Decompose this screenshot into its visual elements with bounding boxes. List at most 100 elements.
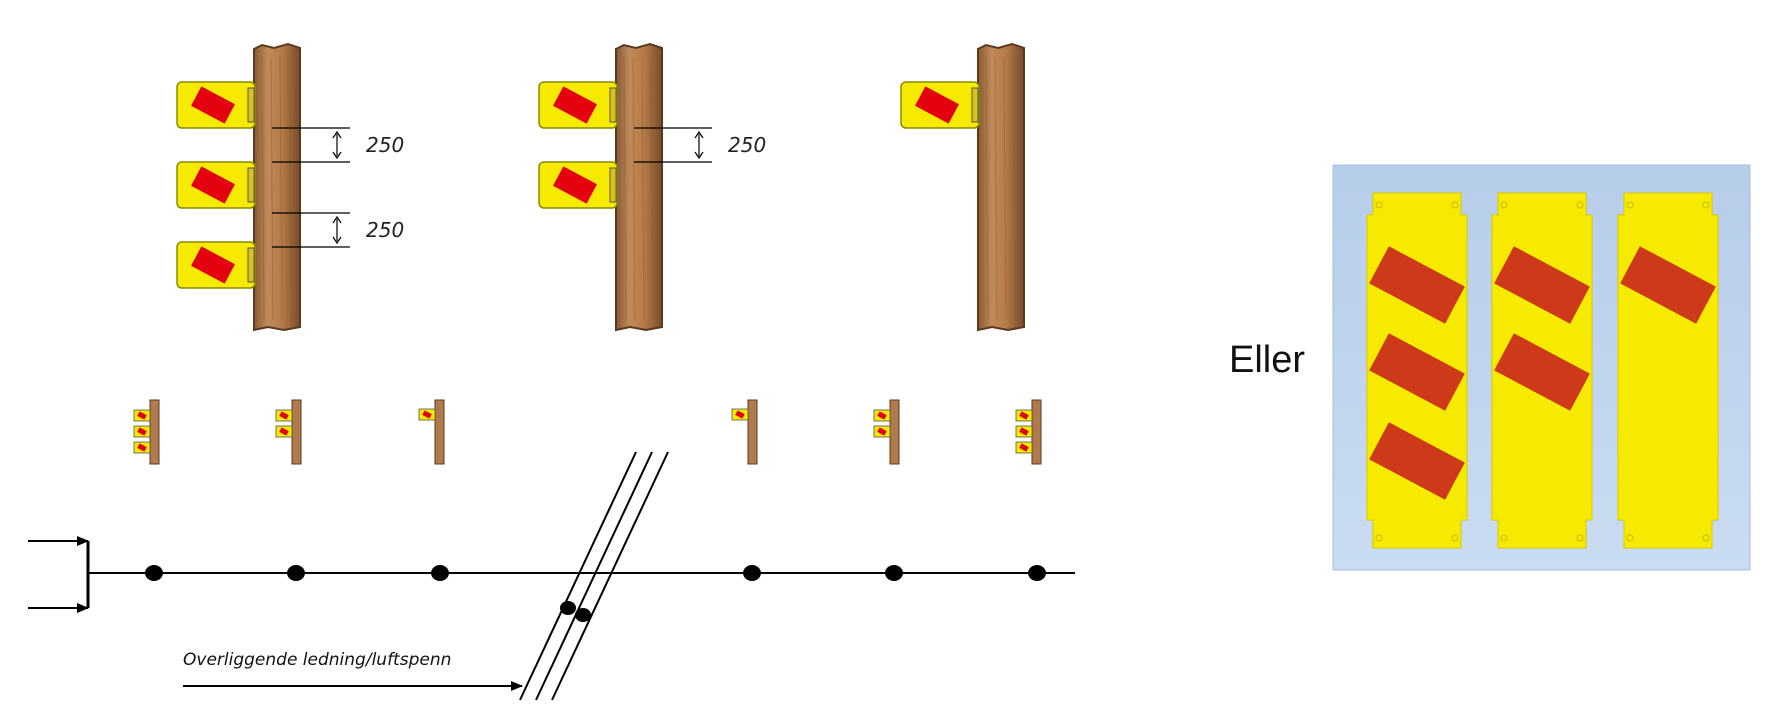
red-diagonal-stripe [1620,246,1716,324]
small-marker-plate [731,408,749,421]
red-diagonal-stripe [1369,422,1465,500]
wood-grain [270,56,274,321]
spacing-dimension: 250 [272,127,404,163]
small-plate-stripe [137,443,147,452]
plate-red-stripe [915,86,959,124]
pole-node [743,565,761,581]
screw-hole [1702,201,1710,209]
crossing-node [575,608,591,622]
small-plate-stripe [422,410,432,419]
crossing-node [560,601,576,615]
small-pole [418,399,445,465]
overhead-line-label: Overliggende ledning/luftspenn [183,650,451,670]
spacing-dimension: 250 [634,127,766,163]
small-plate-stripe [279,411,289,420]
arrowhead-down [332,151,342,160]
arrowhead-up [694,130,704,139]
spacing-dimension: 250 [272,212,404,248]
panel-board [1617,192,1719,549]
small-plate-stripe [137,427,147,436]
marker-plate [176,81,256,129]
alternative-label: Eller [1229,339,1306,381]
alternative-panel [1332,164,1751,571]
arrowhead-down [332,236,342,245]
small-pole-post [1031,399,1042,465]
marker-plate [538,161,618,209]
small-marker-plate [133,425,151,438]
arrowhead-down [694,151,704,160]
small-plate-stripe [137,411,147,420]
pole-assembly: 250 250 [176,42,404,332]
small-pole-post [149,399,160,465]
wood-grain [1003,56,1007,321]
screw-hole [1451,201,1459,209]
small-marker-plate [275,409,293,422]
wood-grain [279,56,283,321]
pole-node [431,565,449,581]
small-marker-plate [1015,425,1033,438]
plate-bracket [609,87,617,123]
panel-board [1366,192,1468,549]
small-pole-post [434,399,445,465]
small-marker-plate [1015,441,1033,454]
small-pole-post [747,399,758,465]
small-marker-plate [873,409,891,422]
small-pole [731,399,758,465]
marker-plate [538,81,618,129]
small-plate-stripe [1019,443,1029,452]
yellow-board [1617,192,1719,549]
plate-bracket [609,167,617,203]
small-marker-plate [1015,409,1033,422]
spacing-label: 250 [366,218,404,242]
small-plate-stripe [1019,427,1029,436]
marker-plate [900,81,980,129]
small-marker-plate [133,441,151,454]
arrowhead-up [332,215,342,224]
wood-grain [288,56,292,321]
small-marker-plate [133,409,151,422]
plate-red-stripe [191,86,235,124]
pole-node [145,565,163,581]
small-pole [275,399,302,465]
top-poles-group: 250 250 250 [176,42,1025,332]
screw-hole [1626,201,1634,209]
small-plate-stripe [1019,411,1029,420]
small-plate-stripe [279,427,289,436]
wood-grain [985,56,989,321]
pole-assembly: 250 [538,42,766,332]
screw-hole [1375,534,1383,542]
screw-hole [1576,201,1584,209]
panel-board [1491,192,1593,549]
screw-hole [1626,534,1634,542]
arrowhead-up [332,130,342,139]
plate-bracket [247,247,255,283]
power-line-layout: Overliggende ledning/luftspenn [28,451,1075,701]
small-poles-row [133,399,1042,465]
screw-hole [1451,534,1459,542]
small-plate-stripe [877,427,887,436]
plate-red-stripe [191,246,235,284]
wooden-pole [615,42,663,332]
plate-bracket [247,167,255,203]
plate-bracket [971,87,979,123]
wooden-pole [977,42,1025,332]
screw-hole [1702,534,1710,542]
overhead-line [535,451,653,701]
small-marker-plate [275,425,293,438]
red-diagonal-stripe [1494,246,1590,324]
pole-node [885,565,903,581]
small-pole [1015,399,1042,465]
wood-grain [994,56,998,321]
marker-plate [176,241,256,289]
small-pole-post [291,399,302,465]
plate-red-stripe [553,86,597,124]
plate-red-stripe [553,166,597,204]
small-pole [873,399,900,465]
wood-grain [623,56,627,321]
wood-grain [1012,56,1016,321]
small-marker-plate [418,408,436,421]
plate-red-stripe [191,166,235,204]
small-pole-post [889,399,900,465]
wood-grain [650,56,654,321]
